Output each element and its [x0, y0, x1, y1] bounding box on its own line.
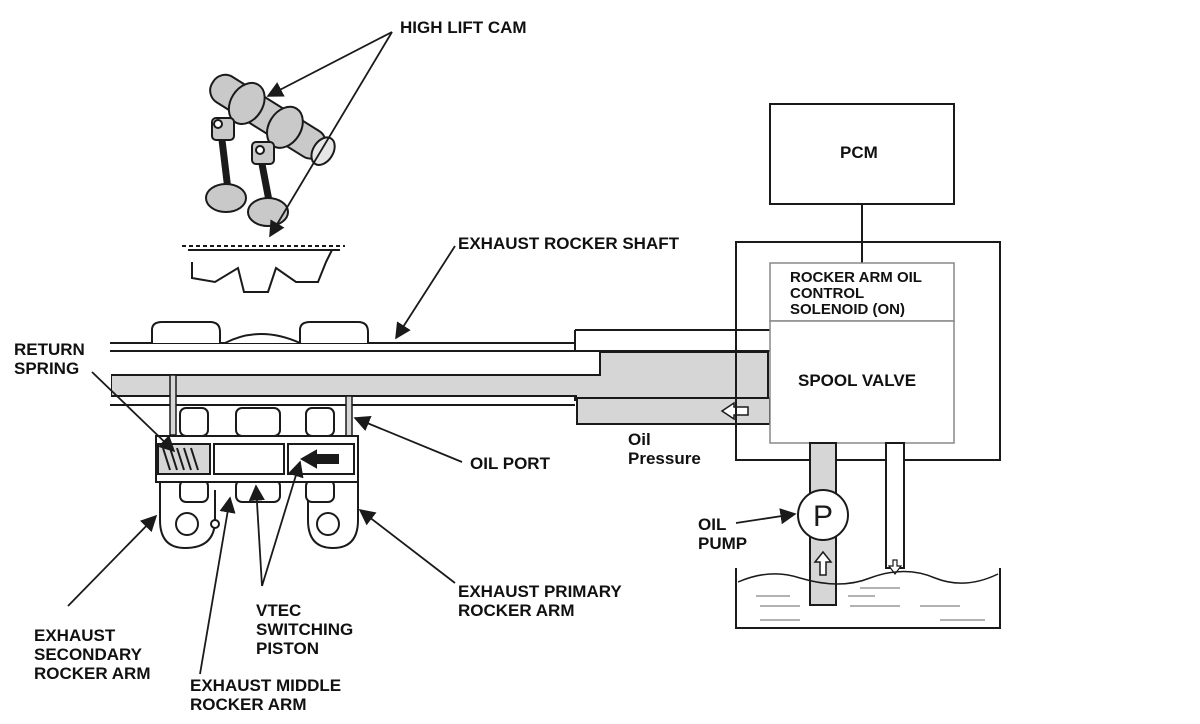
camshaft-assembly — [205, 73, 336, 227]
solenoid-label-line3: SOLENOID (ON) — [790, 301, 905, 318]
primary-rocker-arm-label: EXHAUST PRIMARY ROCKER ARM — [458, 582, 622, 620]
oil-sump — [735, 568, 1001, 629]
piston-bore — [155, 435, 359, 483]
secondary-line3: ROCKER ARM — [34, 664, 151, 683]
oil-pump-symbol — [797, 489, 849, 541]
primary-line1: EXHAUST PRIMARY — [458, 582, 622, 601]
secondary-line2: SECONDARY — [34, 645, 142, 664]
middle-rocker-arm-label: EXHAUST MIDDLE ROCKER ARM — [190, 676, 341, 714]
secondary-rocker-arm-label: EXHAUST SECONDARY ROCKER ARM — [34, 626, 150, 683]
vtec-switching-piston-label: VTEC SWITCHING PISTON — [256, 601, 353, 658]
spool-valve-box — [769, 320, 955, 444]
oil-port-label: OIL PORT — [470, 454, 550, 473]
pump-symbol-letter: P — [813, 500, 833, 533]
solenoid-label: ROCKER ARM OIL CONTROL SOLENOID (ON) — [790, 270, 922, 318]
middle-line2: ROCKER ARM — [190, 695, 307, 714]
secondary-line1: EXHAUST — [34, 626, 116, 645]
primary-line2: ROCKER ARM — [458, 601, 575, 620]
exhaust-rocker-shaft-label: EXHAUST ROCKER SHAFT — [458, 234, 680, 253]
drain-flow-arrow — [887, 559, 903, 575]
solenoid-box — [769, 262, 955, 322]
middle-line1: EXHAUST MIDDLE — [190, 676, 342, 695]
piston-direction-arrow — [299, 449, 339, 469]
solenoid-label-line2: CONTROL — [790, 285, 865, 302]
solenoid-label-line1: ROCKER ARM OIL — [790, 269, 922, 286]
oil-pump-line2: PUMP — [698, 534, 748, 553]
oil-pressure-line1: Oil — [628, 430, 651, 449]
vtec-line2: SWITCHING — [256, 620, 354, 639]
oil-pressure-line2: Pressure — [628, 449, 701, 468]
drain-line — [885, 442, 905, 569]
oil-pump-label: OIL PUMP — [698, 515, 747, 553]
leader-arrows — [67, 31, 797, 675]
spool-valve-label: SPOOL VALVE — [798, 371, 917, 390]
vtec-line3: PISTON — [256, 639, 319, 658]
oil-pressure-label: Oil Pressure — [628, 430, 701, 468]
vtec-line1: VTEC — [256, 601, 302, 620]
return-spring-line2: SPRING — [14, 359, 80, 378]
return-spring-label: RETURN SPRING — [14, 340, 85, 378]
return-spring-line1: RETURN — [14, 340, 85, 359]
oil-pump-line1: OIL — [698, 515, 727, 534]
high-lift-cam-label: HIGH LIFT CAM — [400, 18, 527, 37]
solenoid-housing — [735, 241, 1001, 461]
pcm-label: PCM — [840, 143, 878, 162]
pump-flow-arrow — [813, 550, 833, 576]
cylinder-head-section — [182, 245, 345, 293]
